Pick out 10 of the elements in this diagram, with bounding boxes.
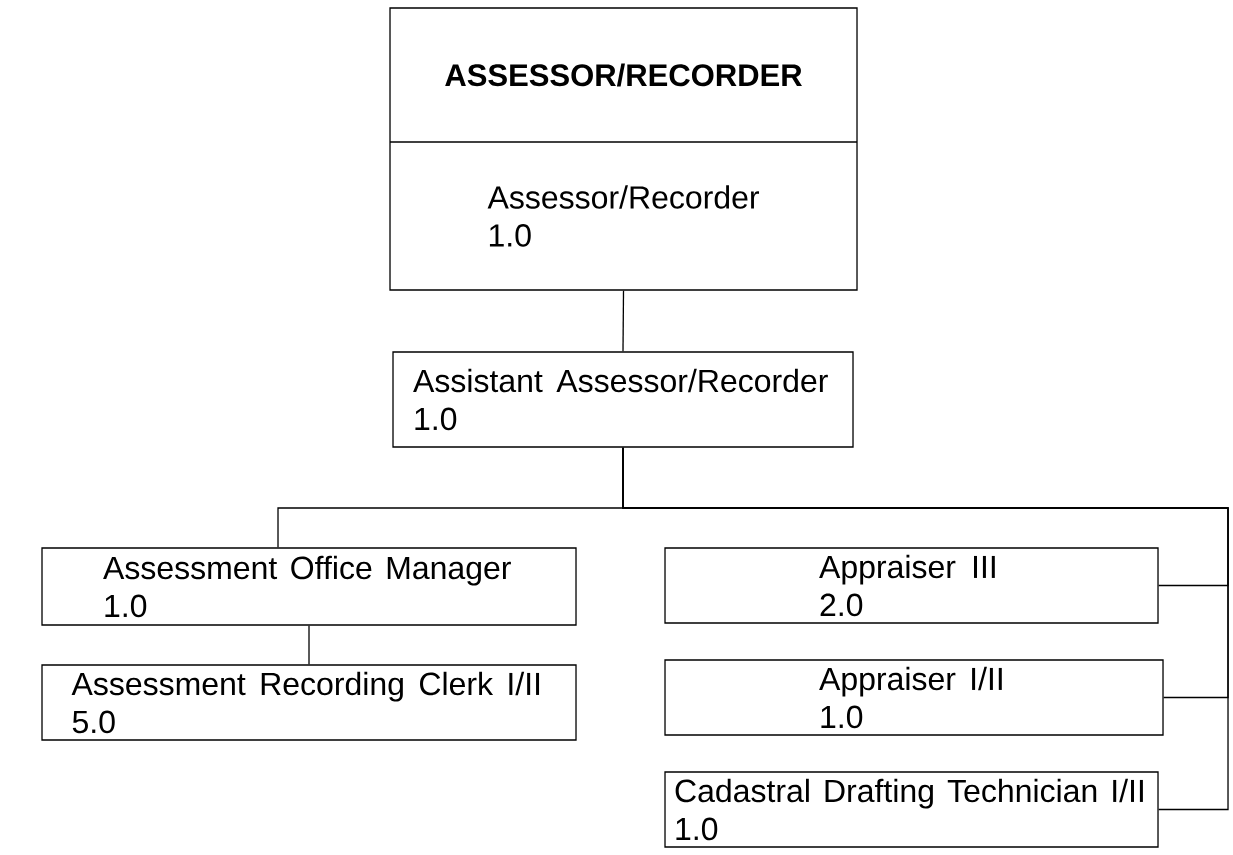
position-box: Cadastral Drafting Technician I/II 1.0 (664, 771, 1159, 848)
connector-line (622, 290, 625, 352)
connector-line (622, 447, 1229, 811)
position-box: Assistant Assessor/Recorder 1.0 (392, 351, 854, 448)
position-box: Appraiser III 2.0 (664, 547, 1159, 624)
position-box: Assessment Office Manager 1.0 (41, 547, 577, 626)
connector-line (308, 625, 310, 665)
position-box: Assessment Recording Clerk I/II 5.0 (41, 664, 577, 741)
title-box: ASSESSOR/RECORDER Assessor/Recorder 1.0 (389, 7, 858, 291)
position-box: Appraiser I/II 1.0 (664, 659, 1164, 736)
